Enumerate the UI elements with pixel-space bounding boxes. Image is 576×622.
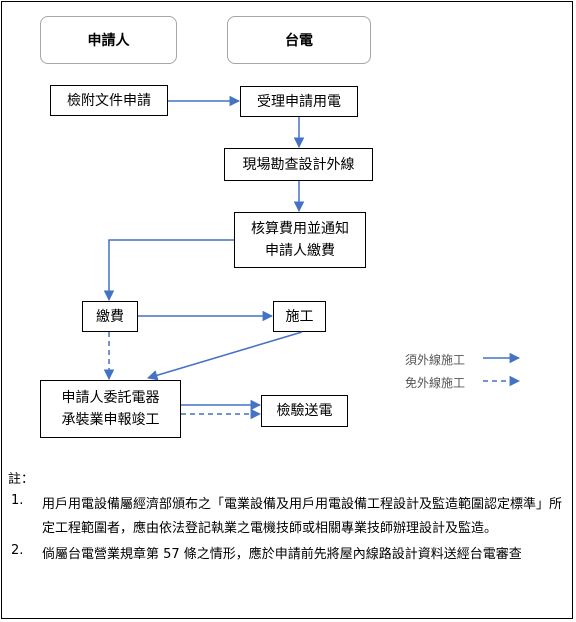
arrow-calc-to-pay xyxy=(103,239,234,302)
step-attach-docs-label: 檢附文件申請 xyxy=(67,92,151,109)
legend-dashed-label: 免外線施工 xyxy=(405,376,466,390)
note-text: 倘屬台電營業規章第 57 條之情形，應於申請前先將屋內線路設計資料送經台電審查 xyxy=(42,547,522,562)
note-number: 2. xyxy=(11,543,24,558)
step-attach-docs: 檢附文件申請 xyxy=(50,85,168,116)
note-item: 1. 用戶用電設備屬經濟部頒布之「電業設備及用戶用電設備工程設計及監造範圍認定標… xyxy=(8,493,568,541)
step-construct-label: 施工 xyxy=(285,308,314,325)
step-report-label: 申請人委託電器 承裝業申報竣工 xyxy=(61,390,160,428)
step-calc-fee-label: 核算費用並通知 申請人繳費 xyxy=(251,221,349,259)
notes-section: 註： 1. 用戶用電設備屬經濟部頒布之「電業設備及用戶用電設備工程設計及監造範圍… xyxy=(8,468,568,569)
step-survey: 現場勘查設計外線 xyxy=(224,148,373,181)
step-accept-label: 受理申請用電 xyxy=(257,93,341,110)
lane-applicant-label: 申請人 xyxy=(87,33,130,49)
arrow-construct-to-report xyxy=(146,331,303,381)
notes-title: 註： xyxy=(8,472,35,487)
step-pay-label: 繳費 xyxy=(96,308,124,325)
legend-solid-label: 須外線施工 xyxy=(405,353,466,367)
lane-taipower-label: 台電 xyxy=(285,33,313,49)
step-calc-fee: 核算費用並通知 申請人繳費 xyxy=(234,212,366,268)
step-construct: 施工 xyxy=(273,301,326,332)
step-accept: 受理申請用電 xyxy=(240,86,358,117)
lane-taipower: 台電 xyxy=(227,16,371,64)
note-number: 1. xyxy=(11,493,24,508)
step-report: 申請人委託電器 承裝業申報竣工 xyxy=(40,380,181,438)
lane-applicant: 申請人 xyxy=(40,16,177,64)
step-inspect: 檢驗送電 xyxy=(261,395,348,427)
note-text: 用戶用電設備屬經濟部頒布之「電業設備及用戶用電設備工程設計及監造範圍認定標準」所… xyxy=(42,497,563,536)
step-pay: 繳費 xyxy=(82,301,138,332)
step-survey-label: 現場勘查設計外線 xyxy=(242,156,355,173)
note-item: 2. 倘屬台電營業規章第 57 條之情形，應於申請前先將屋內線路設計資料送經台電… xyxy=(8,543,568,567)
step-inspect-label: 檢驗送電 xyxy=(276,403,333,419)
